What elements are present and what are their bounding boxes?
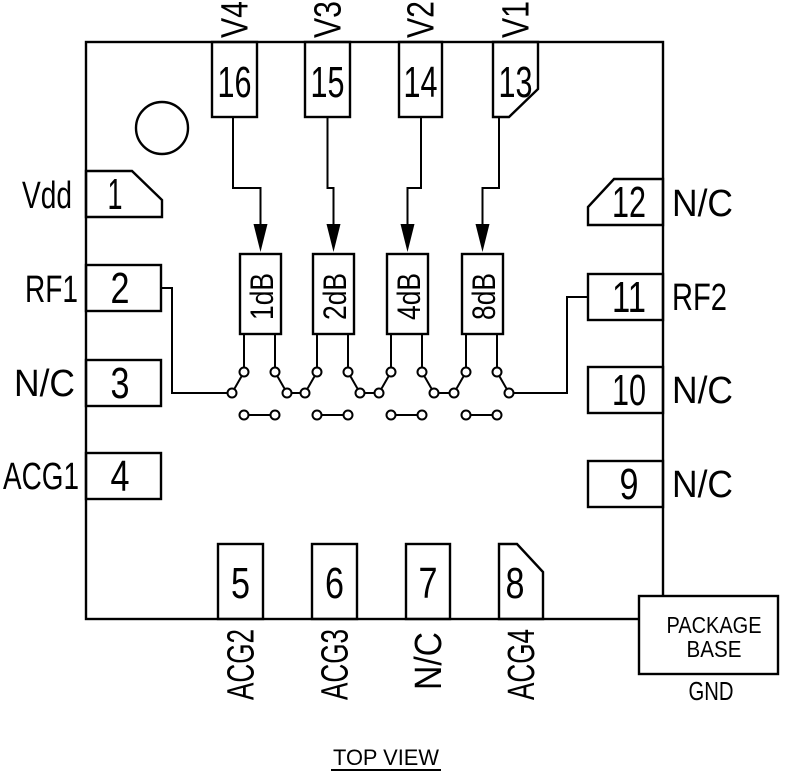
pin-label-nc-10: N/C [672,370,733,412]
pin-label-nc-3: N/C [14,363,75,405]
arrow-down-icon-1db [253,224,268,252]
pin-label-rf2: RF2 [672,277,727,319]
pin-pad-9 [586,459,665,509]
wire-v1-to-8db [481,117,500,230]
pin-label-acg3: ACG3 [315,629,357,700]
switch-contact-nodes [226,366,515,421]
pin-pad-5 [216,542,265,621]
pin-label-nc-9: N/C [672,464,733,506]
pin-number-12: 12 [612,178,646,227]
pin-pad-10 [586,365,665,415]
wire-v3-to-2db [326,117,335,230]
leads-4db [390,334,423,368]
pin-number-10: 10 [612,366,646,415]
pin-pad-3 [84,358,163,408]
pin-number-11: 11 [612,273,646,322]
pin-pad-6 [310,542,359,621]
package-outline [84,40,665,621]
pin-label-acg1: ACG1 [3,456,79,498]
pin-number-8: 8 [506,559,525,608]
pin-label-v3: V3 [308,1,350,38]
attenuator-block-8db [460,252,505,336]
gnd-label: GND [689,676,734,706]
control-wires [232,117,500,252]
rf-path [161,287,588,394]
pin-number-2: 2 [111,264,130,313]
figure-title: TOP VIEW [333,745,439,770]
pin-label-acg4: ACG4 [501,629,543,700]
pin-pad-1 [84,169,164,219]
pin-number-5: 5 [231,559,250,608]
attenuator-block-2db [311,252,356,336]
attenuator-block-1db [238,252,283,336]
pin-number-16: 16 [218,58,252,107]
pin-number-13: 13 [499,58,533,107]
pin-label-v1: V1 [496,1,538,38]
wire-v2-to-4db [406,117,422,230]
arrow-down-icon-4db [400,224,415,252]
pin-number-9: 9 [620,460,639,509]
pin-pad-13 [491,40,540,119]
attenuator-label-4db: 4dB [391,273,427,320]
pin-label-acg2: ACG2 [221,629,263,700]
pin-pad-16 [210,40,259,119]
pin-pad-4 [84,451,163,501]
wire-rf2-out [509,296,588,394]
pin-label-v2: V2 [401,1,443,38]
leads-2db [316,334,349,368]
pin-number-4: 4 [111,452,130,501]
attenuator-block-4db [385,252,430,336]
leads-8db [465,334,498,368]
pin-label-rf1: RF1 [25,269,78,311]
wire-v4-to-1db [232,117,262,230]
pin-number-15: 15 [311,58,345,107]
arrow-down-icon-2db [326,224,341,252]
arrow-down-icon-8db [475,224,490,252]
pin-label-nc-12: N/C [672,183,733,225]
pin1-indicator-circle [134,100,190,156]
pin-pad-7 [404,542,452,621]
wire-rf1-in [161,287,232,394]
pin-pad-12 [586,177,665,227]
switch-arms [231,371,510,394]
package-base-box [637,594,780,676]
pin-label-v4: V4 [215,1,257,38]
pin-label-vdd: Vdd [22,175,72,217]
pin-pad-8 [497,542,545,621]
attenuator-label-8db: 8dB [466,273,502,320]
attenuator-label-1db: 1dB [244,273,280,320]
package-base-line2: BASE [687,636,742,662]
attenuator-leads [243,334,498,368]
pin-number-6: 6 [325,559,344,608]
pin-number-1: 1 [108,170,123,219]
pin-number-14: 14 [404,58,438,107]
pin-number-3: 3 [111,359,130,408]
pin-label-nc-7: N/C [408,632,450,690]
pin-number-7: 7 [419,559,438,608]
attenuator-label-2db: 2dB [317,273,353,320]
package-base-line1: PACKAGE [667,612,762,638]
leads-1db [243,334,276,368]
